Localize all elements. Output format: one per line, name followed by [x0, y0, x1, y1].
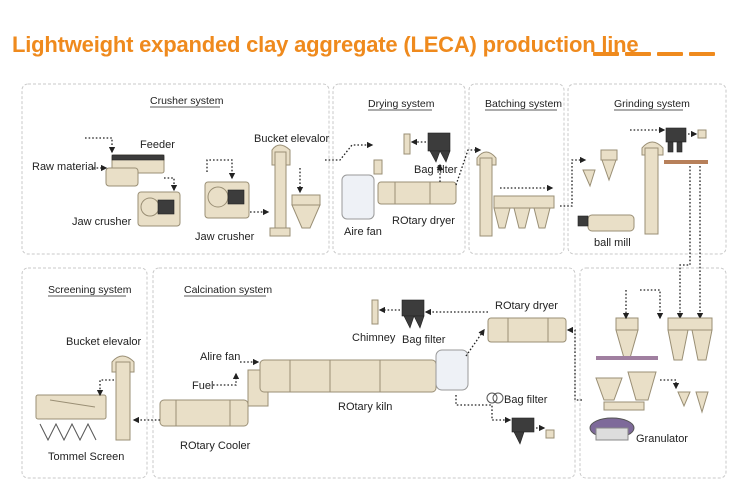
section-title-batching: Batching system: [485, 98, 562, 110]
section-title-drying: Drying system: [368, 98, 435, 110]
bucket-elevator-1: [269, 144, 291, 237]
screening-section: [21, 267, 148, 479]
ball-mill-machine: [577, 214, 635, 232]
label-bag-filter-3: Bag filter: [504, 394, 548, 406]
granulator-machine: [589, 417, 635, 441]
hopper-1: [291, 194, 321, 229]
title-decoration: [593, 43, 721, 61]
section-title-grinding: Grinding system: [614, 98, 690, 110]
flow-crusher-to-dryer: [325, 141, 374, 161]
label-jaw-crusher-2: Jaw crusher: [195, 231, 255, 243]
flow-crusher-to-crusher2: [206, 159, 236, 180]
flow-fuel: [213, 372, 240, 386]
bag-filter-3-machine: [486, 392, 555, 445]
rotary-cooler-machine: [159, 399, 249, 427]
rotary-dryer-2-machine: [487, 317, 567, 343]
dryer-inlet: [373, 159, 383, 175]
flow-grinding-down: [676, 166, 691, 320]
grinding-cyclones: [582, 149, 618, 188]
label-granulator: Granulator: [636, 433, 688, 445]
grinding-bar: [664, 160, 708, 164]
grinding-section: [567, 83, 727, 255]
label-bag-filter-1: Bag filter: [414, 164, 458, 176]
label-jaw-crusher-1: Jaw crusher: [72, 216, 132, 228]
granulation-section: [579, 267, 727, 479]
flow-raw-to-feeder: [85, 137, 116, 154]
label-feeder: Feeder: [140, 139, 175, 151]
granulation-bar: [596, 356, 658, 360]
flow-granulation-to-dryer: [566, 326, 582, 401]
flow-silos-to-granulator: [660, 379, 680, 390]
label-fuel: Fuel: [192, 380, 213, 392]
bucket-elevator-screening: [111, 355, 135, 441]
bag-filter-grinding: [665, 127, 707, 153]
flow-kiln-to-dryer: [465, 328, 485, 357]
label-rotary-dryer-2: ROtary dryer: [495, 300, 558, 312]
feeder-machine: [105, 154, 165, 187]
aire-fan-machine: [341, 174, 375, 220]
flow-kiln-exhaust: [455, 395, 512, 424]
jaw-crusher-1: [137, 191, 181, 227]
flow-granulation-grinding-link: [640, 289, 664, 320]
label-chimney: Chimney: [352, 332, 396, 344]
section-title-screening: Screening system: [48, 284, 132, 296]
label-rotary-cooler: ROtary Cooler: [180, 440, 251, 452]
batching-section: [468, 83, 565, 255]
label-aire-fan: Aire fan: [344, 226, 382, 238]
label-rotary-dryer-1: ROtary dryer: [392, 215, 455, 227]
section-title-crusher: Crusher system: [150, 95, 224, 107]
label-alire-fan: Alire fan: [200, 351, 240, 363]
granulation-silos: [615, 317, 713, 361]
flow-dryer-to-batching: [455, 146, 482, 186]
label-tommel-screen: Tommel Screen: [48, 451, 124, 463]
label-raw-material: Raw material: [32, 161, 96, 173]
label-bucket-elevator-1: Bucket elevalor: [254, 133, 330, 145]
bag-filter-2-machine: [371, 299, 425, 329]
section-title-calcination: Calcination system: [184, 284, 272, 296]
jaw-crusher-2: [204, 181, 250, 219]
bucket-elevator-2-batching: [476, 151, 497, 237]
rotary-dryer-1: [377, 181, 457, 205]
batching-silos: [493, 195, 555, 229]
crusher-section: [21, 83, 330, 255]
label-ball-mill: ball mill: [594, 237, 631, 249]
bucket-elevator-grinding: [641, 141, 664, 235]
calcination-section: [152, 267, 576, 479]
bag-filter-1: [403, 132, 451, 163]
rotary-kiln-machine: [247, 349, 469, 407]
label-bucket-elevator-screening: Bucket elevalor: [66, 336, 142, 348]
label-bag-filter-2: Bag filter: [402, 334, 446, 346]
additive-tanks: [677, 391, 709, 414]
flow-feeder-to-crusher: [164, 177, 178, 192]
page-title: Lightweight expanded clay aggregate (LEC…: [12, 32, 639, 57]
drying-section: [332, 83, 466, 255]
granulation-hoppers: [595, 371, 657, 411]
tommel-screen-machine: [35, 394, 107, 442]
label-rotary-kiln: ROtary kiln: [338, 401, 392, 413]
flow-elevator-to-screen: [96, 379, 114, 397]
